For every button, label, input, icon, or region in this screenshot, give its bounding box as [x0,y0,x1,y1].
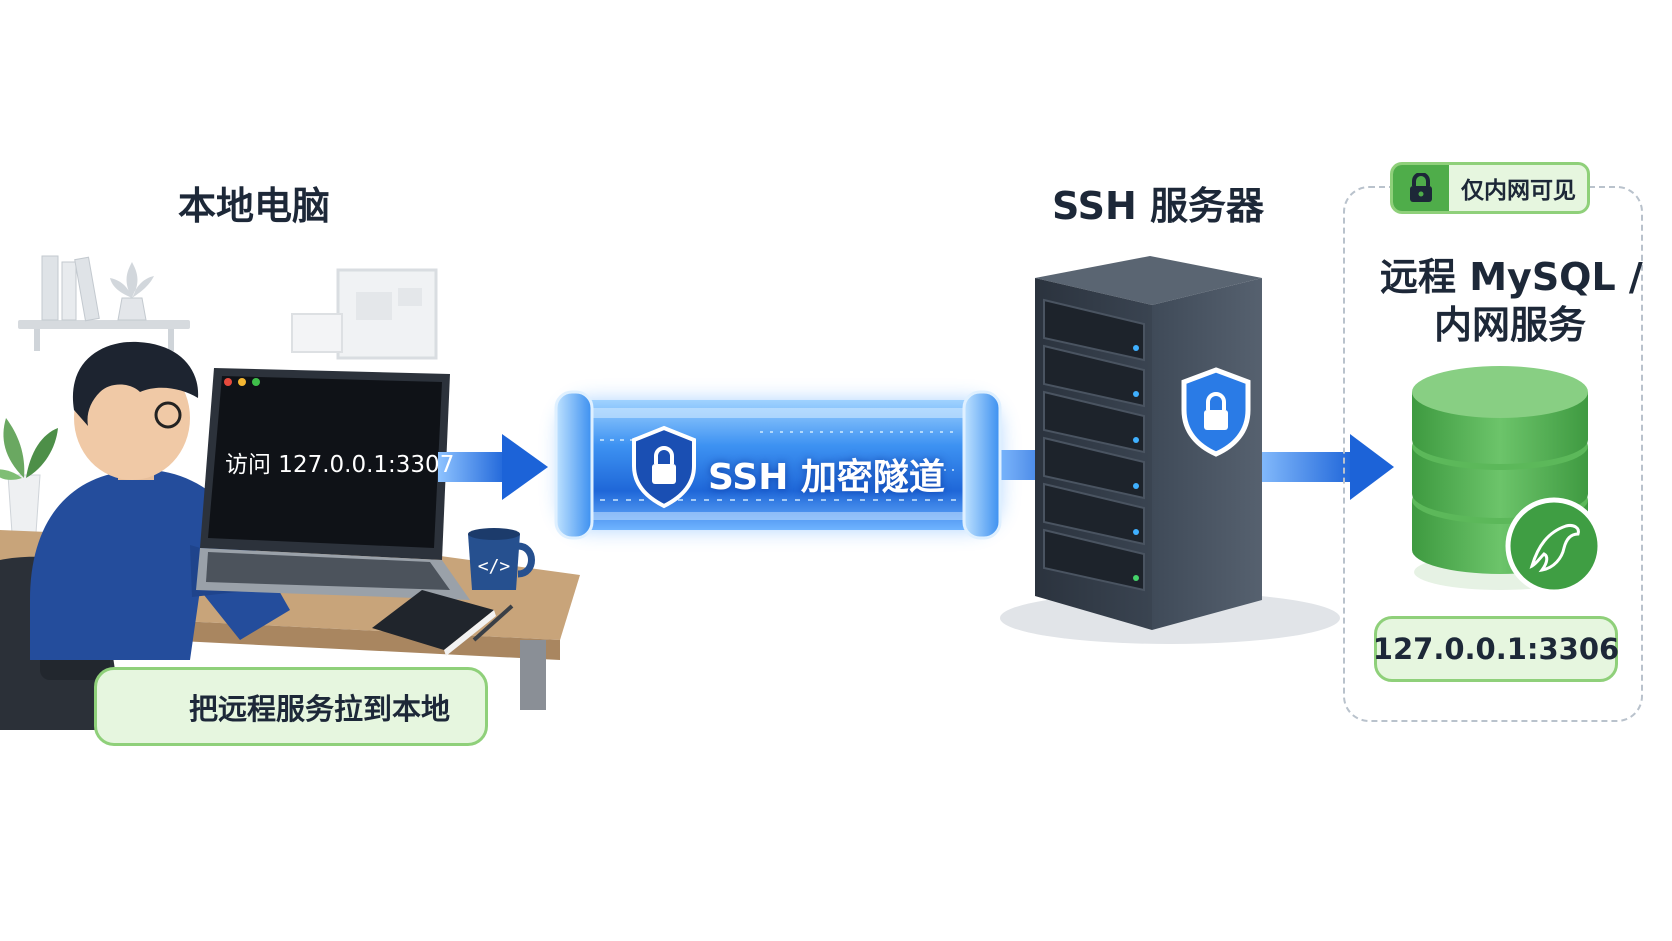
laptop-screen-text: 访问 127.0.0.1:3307 [225,452,455,478]
remote-service-title: 远程 MySQL / 内网服务 [1380,253,1643,349]
remote-port-pill: 127.0.0.1:3306 [1372,616,1620,682]
intranet-only-badge: 仅内网可见 [1390,162,1590,214]
svg-text:</>: </> [478,556,511,577]
laptop [196,368,470,600]
ssh-server-title: SSH 服务器 [1052,184,1265,228]
remote-title-line2: 内网服务 [1433,303,1586,347]
remote-port-label: 127.0.0.1:3306 [1372,632,1620,666]
remote-title-line1: 远程 MySQL / [1380,255,1643,299]
pull-badge-label: 把远程服务拉到本地 [189,691,451,726]
arrow-laptop-to-tunnel [438,434,548,500]
intranet-badge-label: 仅内网可见 [1461,178,1576,204]
check-placeholder [123,683,171,731]
ssh-server-rack [1000,256,1340,644]
tunnel-label: SSH 加密隧道 [708,457,945,498]
wall-frames [291,268,438,360]
desk-plant [0,418,58,534]
ssh-tunnel [554,390,1002,540]
lock-icon [1393,165,1449,211]
server-lock-shield-icon [1181,367,1251,457]
coffee-mug: </> [468,528,535,590]
mysql-dolphin-icon [1505,497,1603,595]
arrow-server-to-db [1250,434,1394,500]
wall-shelf [18,255,190,351]
pull-to-local-badge: 把远程服务拉到本地 [94,667,488,746]
notebook [372,590,514,656]
local-computer-title: 本地电脑 [178,184,331,228]
tunnel-lock-shield-icon [632,425,696,509]
